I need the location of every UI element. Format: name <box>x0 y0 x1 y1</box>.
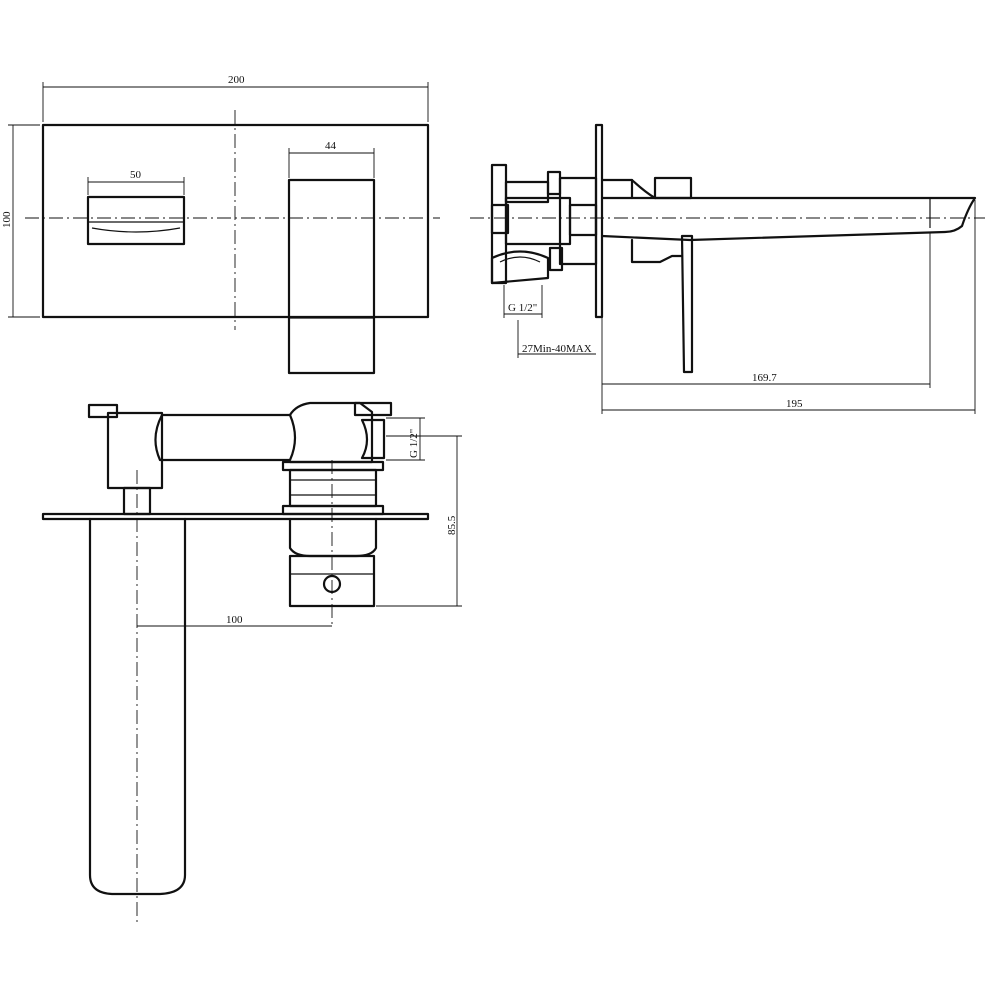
dim-spout-reach-inner-label: 169.7 <box>752 372 777 384</box>
dim-top-inlet-label: G 1/2" <box>408 429 420 458</box>
dim-handle-width: 44 <box>288 140 375 178</box>
side-view: G 1/2" 27Min-40MAX 169.7 195 <box>470 123 985 414</box>
dim-body-depth-label: 85.5 <box>446 515 458 535</box>
top-view: G 1/2" 85.5 100 <box>41 401 462 925</box>
top-handle-screw <box>322 574 342 594</box>
cover-plate <box>41 123 430 319</box>
side-lever <box>680 234 694 374</box>
dim-plate-height: 100 <box>1 124 40 318</box>
top-valve-body <box>87 401 393 608</box>
side-spout <box>600 196 977 242</box>
dim-lever-width-label: 50 <box>130 169 142 181</box>
dim-body-depth: 85.5 <box>376 435 462 607</box>
top-spout <box>88 517 187 896</box>
dim-handle-width-label: 44 <box>325 140 337 152</box>
front-view: 200 100 50 44 <box>1 74 440 375</box>
dim-plate-width-label: 200 <box>228 74 245 86</box>
dim-spout-reach-inner: 169.7 <box>602 232 931 388</box>
dim-wall-range-label: 27Min-40MAX <box>522 343 592 355</box>
dim-lever-width: 50 <box>87 169 185 195</box>
spout-outlet <box>86 195 186 246</box>
dim-spout-reach-total: 195 <box>601 200 976 414</box>
side-valve-body <box>490 163 598 285</box>
dim-spout-center-distance: 100 <box>137 614 332 627</box>
top-wall-plate <box>41 512 430 521</box>
dim-side-inlet: G 1/2" <box>503 285 543 318</box>
dim-side-inlet-label: G 1/2" <box>508 302 537 314</box>
dim-top-inlet: G 1/2" <box>386 417 425 461</box>
dim-spout-reach-total-label: 195 <box>786 398 803 410</box>
dim-plate-width: 200 <box>42 74 429 122</box>
dim-wall-range: 27Min-40MAX <box>517 320 596 358</box>
dim-spout-center-distance-label: 100 <box>226 614 243 626</box>
dim-plate-height-label: 100 <box>1 211 13 228</box>
mixer-handle-front <box>287 178 376 375</box>
